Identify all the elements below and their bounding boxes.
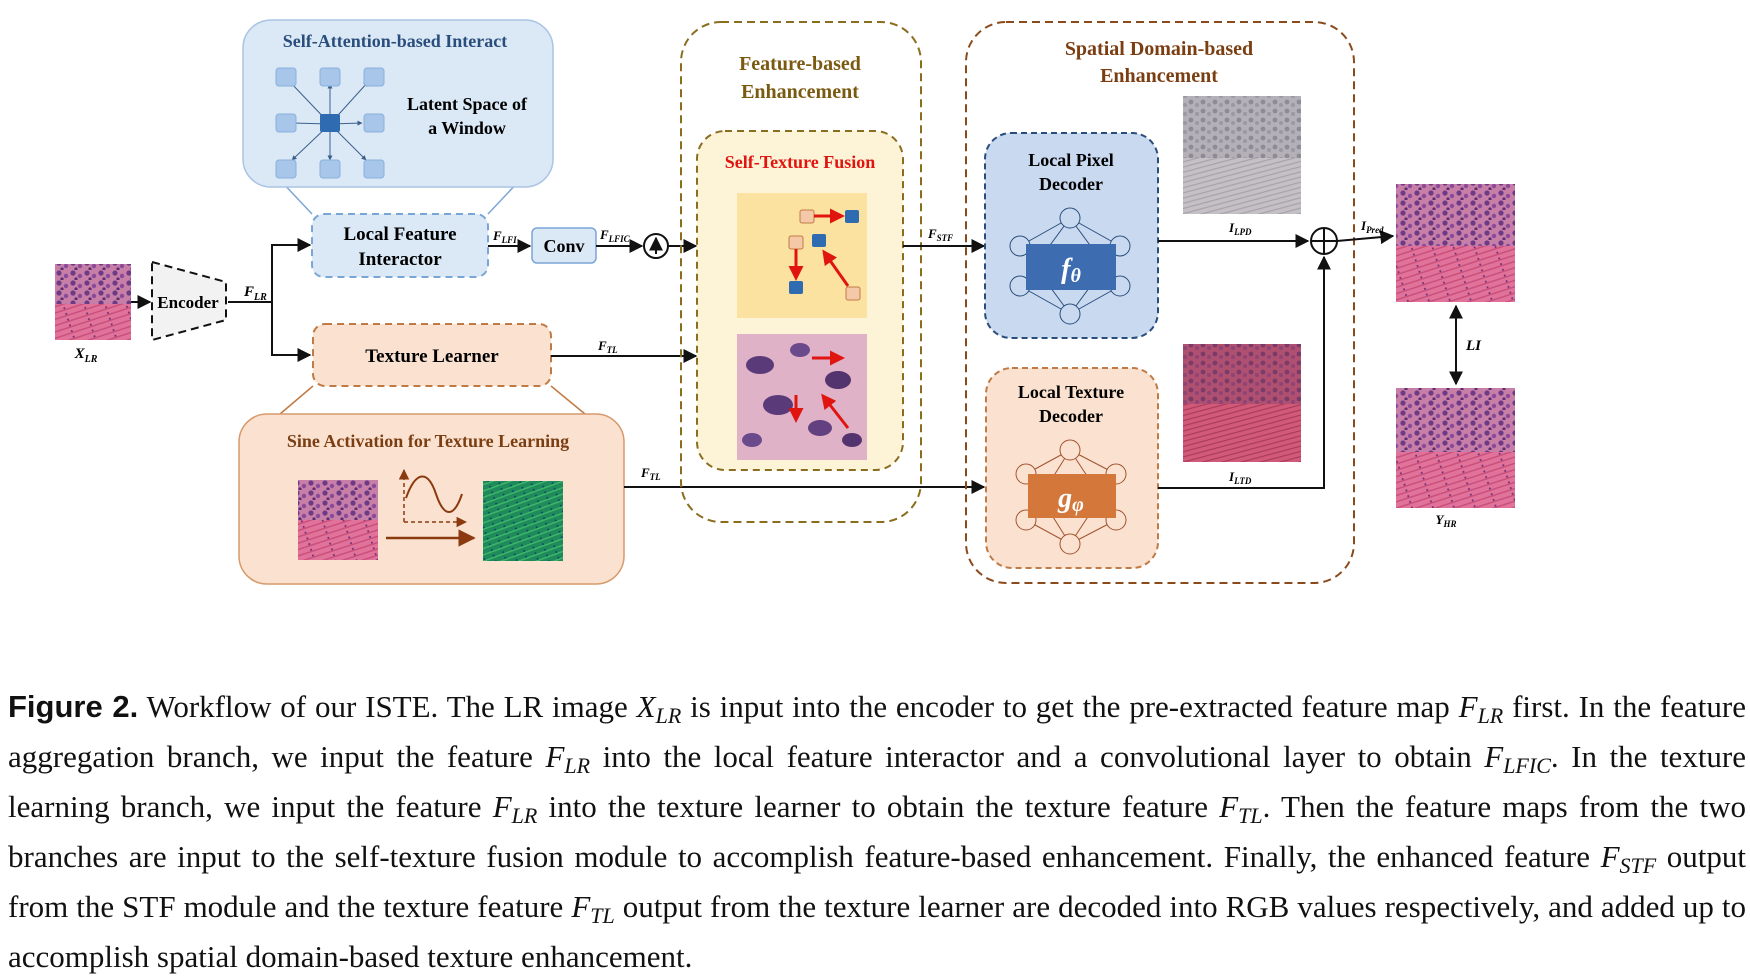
flr-label: FLR [243, 284, 267, 303]
workflow-diagram: XLR Encoder FLR Self-Attention-based Int… [55, 19, 1515, 585]
lpd-output-image [1183, 96, 1301, 214]
lpd-label-line2: Decoder [1039, 174, 1103, 194]
ilpd-label: ILPD [1228, 220, 1252, 237]
ftl-label-lower: FTL [640, 465, 661, 482]
iltd-label: ILTD [1228, 469, 1252, 486]
lfi-label-line2: Interactor [358, 249, 442, 270]
sine-callout-connector [279, 385, 586, 415]
lpd-label-line1: Local Pixel [1028, 150, 1113, 170]
flfic-label: FLFIC [599, 227, 631, 244]
add-operator-icon [1310, 227, 1338, 255]
ftl-label-upper: FTL [597, 338, 618, 355]
g-phi-label: gφ [1057, 483, 1084, 516]
feature-title-line1: Feature-based [739, 53, 861, 75]
input-image [55, 264, 131, 340]
figure-caption: Figure 2. Workflow of our ISTE. The LR i… [8, 689, 1747, 974]
ltd-label-line1: Local Texture [1018, 382, 1124, 402]
ltd-output-image [1183, 344, 1301, 462]
latent-text-line1: Latent Space of [407, 94, 528, 114]
lpd-network-icon [1009, 207, 1131, 325]
figure-label: Figure 2. [8, 689, 139, 724]
texture-learner [312, 323, 552, 387]
upsample-icon [643, 233, 669, 259]
lfi-label-line1: Local Feature [343, 224, 456, 245]
encoder-label: Encoder [157, 293, 219, 312]
sine-input-image [298, 480, 378, 560]
fusion-schematic [737, 193, 867, 318]
ltd-network-icon [1015, 439, 1127, 555]
fstf-label: FSTF [927, 226, 953, 243]
stf-title: Self-Texture Fusion [725, 152, 876, 172]
texture-feature-map [483, 481, 563, 561]
input-label: XLR [74, 346, 98, 365]
spatial-title-line1: Spatial Domain-based [1065, 38, 1253, 60]
sine-title: Sine Activation for Texture Learning [287, 431, 569, 451]
conv-label: Conv [543, 236, 584, 256]
predicted-image [1396, 184, 1515, 302]
attention-graph [275, 67, 385, 179]
feature-title-line2: Enhancement [741, 81, 859, 103]
spatial-title-line2: Enhancement [1100, 65, 1218, 87]
yhr-label: YHR [1436, 512, 1457, 529]
self-attention-panel [242, 19, 554, 188]
f-theta-label: fθ [1061, 254, 1081, 287]
local-feature-interactor [311, 213, 489, 278]
fusion-tissue-image [737, 334, 867, 460]
ground-truth-image [1396, 388, 1515, 508]
texture-learner-label: Texture Learner [365, 346, 499, 367]
ltd-label-line2: Decoder [1039, 406, 1103, 426]
sa-title: Self-Attention-based Interact [283, 31, 507, 51]
ipred-label: IPred [1360, 218, 1384, 235]
encoder-block [151, 260, 227, 342]
feature-enhancement-panel [680, 21, 922, 523]
sine-wave-icon [398, 468, 468, 528]
latent-text-line2: a Window [428, 118, 506, 138]
flfi-label: FLFI [492, 228, 517, 245]
spatial-enhancement-panel [965, 21, 1355, 584]
li-label: LI [1465, 338, 1482, 354]
